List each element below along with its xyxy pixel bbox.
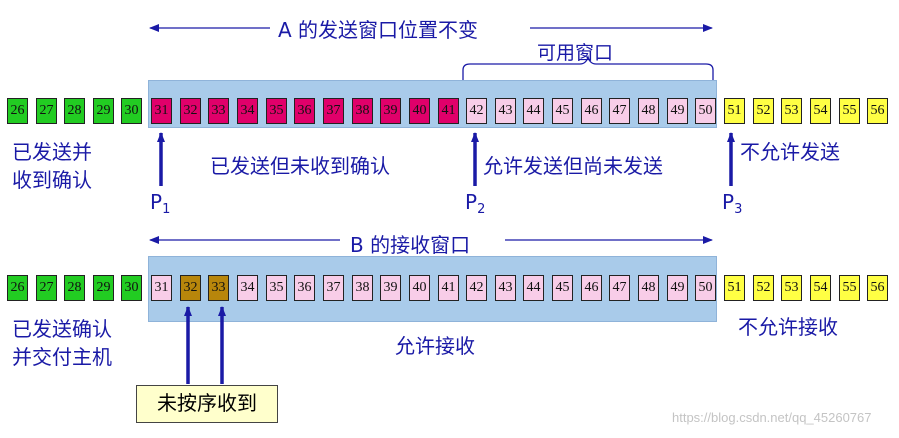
delivered-label-line1: 已发送确认 xyxy=(12,317,112,341)
allowed-not-sent-label: 允许发送但尚未发送 xyxy=(483,154,663,178)
seq-cell-receive-allowed: 31 xyxy=(151,275,172,301)
seq-cell-receive-allowed: 37 xyxy=(323,275,344,301)
seq-cell-receive-allowed: 47 xyxy=(609,275,630,301)
seq-cell-delivered: 26 xyxy=(7,275,28,301)
seq-cell-sent-unacked: 40 xyxy=(409,98,430,124)
seq-cell-allowed: 50 xyxy=(695,98,716,124)
pointer-p2: P2 xyxy=(465,190,486,217)
seq-cell-allowed: 45 xyxy=(552,98,573,124)
pointer-p1: P1 xyxy=(150,190,171,217)
seq-cell-sent-unacked: 33 xyxy=(208,98,229,124)
seq-cell-receive-allowed: 43 xyxy=(495,275,516,301)
seq-cell-sent-unacked: 41 xyxy=(438,98,459,124)
seq-cell-out-of-order: 32 xyxy=(180,275,201,301)
seq-cell-delivered: 28 xyxy=(64,275,85,301)
seq-cell-acked: 29 xyxy=(93,98,114,124)
seq-cell-allowed: 44 xyxy=(523,98,544,124)
seq-cell-receive-allowed: 50 xyxy=(695,275,716,301)
out-of-order-note: 未按序收到 xyxy=(136,385,278,423)
seq-cell-acked: 30 xyxy=(121,98,142,124)
seq-cell-not-allowed: 56 xyxy=(867,98,888,124)
seq-cell-not-allowed: 51 xyxy=(724,275,745,301)
seq-cell-receive-allowed: 35 xyxy=(266,275,287,301)
seq-cell-not-allowed: 53 xyxy=(781,98,802,124)
seq-cell-not-allowed: 51 xyxy=(724,98,745,124)
seq-cell-receive-allowed: 46 xyxy=(581,275,602,301)
seq-cell-sent-unacked: 34 xyxy=(237,98,258,124)
not-allowed-receive-label: 不允许接收 xyxy=(738,315,838,339)
seq-cell-receive-allowed: 36 xyxy=(294,275,315,301)
a-window-title: A 的发送窗口位置不变 xyxy=(278,18,479,42)
seq-cell-not-allowed: 52 xyxy=(753,275,774,301)
delivered-label-line2: 并交付主机 xyxy=(12,345,112,369)
seq-cell-receive-allowed: 49 xyxy=(667,275,688,301)
seq-cell-not-allowed: 53 xyxy=(781,275,802,301)
seq-cell-not-allowed: 55 xyxy=(839,98,860,124)
seq-cell-sent-unacked: 36 xyxy=(294,98,315,124)
seq-cell-allowed: 49 xyxy=(667,98,688,124)
seq-cell-receive-allowed: 34 xyxy=(237,275,258,301)
seq-cell-allowed: 47 xyxy=(609,98,630,124)
seq-cell-allowed: 43 xyxy=(495,98,516,124)
seq-cell-not-allowed: 52 xyxy=(753,98,774,124)
seq-cell-sent-unacked: 38 xyxy=(352,98,373,124)
seq-cell-sent-unacked: 35 xyxy=(266,98,287,124)
usable-window-label: 可用窗口 xyxy=(537,42,614,64)
seq-cell-delivered: 27 xyxy=(36,275,57,301)
b-window-title: B 的接收窗口 xyxy=(350,233,471,257)
seq-cell-receive-allowed: 40 xyxy=(409,275,430,301)
not-allowed-send-label: 不允许发送 xyxy=(740,140,840,164)
seq-cell-not-allowed: 55 xyxy=(839,275,860,301)
seq-cell-acked: 27 xyxy=(36,98,57,124)
seq-cell-allowed: 42 xyxy=(466,98,487,124)
seq-cell-receive-allowed: 41 xyxy=(438,275,459,301)
pointer-p3: P3 xyxy=(722,190,743,217)
seq-cell-receive-allowed: 42 xyxy=(466,275,487,301)
seq-cell-acked: 28 xyxy=(64,98,85,124)
usable-window-brace xyxy=(462,54,714,80)
watermark: https://blog.csdn.net/qq_45260767 xyxy=(672,410,872,425)
acked-label-line2: 收到确认 xyxy=(12,168,92,192)
seq-cell-allowed: 48 xyxy=(638,98,659,124)
seq-cell-allowed: 46 xyxy=(581,98,602,124)
seq-cell-receive-allowed: 48 xyxy=(638,275,659,301)
seq-cell-receive-allowed: 38 xyxy=(352,275,373,301)
seq-cell-not-allowed: 56 xyxy=(867,275,888,301)
seq-cell-sent-unacked: 37 xyxy=(323,98,344,124)
seq-cell-sent-unacked: 32 xyxy=(180,98,201,124)
seq-cell-delivered: 29 xyxy=(93,275,114,301)
sent-unacked-label: 已发送但未收到确认 xyxy=(210,154,390,178)
seq-cell-receive-allowed: 44 xyxy=(523,275,544,301)
seq-cell-receive-allowed: 45 xyxy=(552,275,573,301)
seq-cell-receive-allowed: 39 xyxy=(380,275,401,301)
seq-cell-delivered: 30 xyxy=(121,275,142,301)
acked-label-line1: 已发送并 xyxy=(12,140,92,164)
seq-cell-acked: 26 xyxy=(7,98,28,124)
seq-cell-out-of-order: 33 xyxy=(208,275,229,301)
seq-cell-sent-unacked: 31 xyxy=(151,98,172,124)
allowed-receive-label: 允许接收 xyxy=(395,334,475,358)
seq-cell-sent-unacked: 39 xyxy=(380,98,401,124)
seq-cell-not-allowed: 54 xyxy=(810,275,831,301)
seq-cell-not-allowed: 54 xyxy=(810,98,831,124)
